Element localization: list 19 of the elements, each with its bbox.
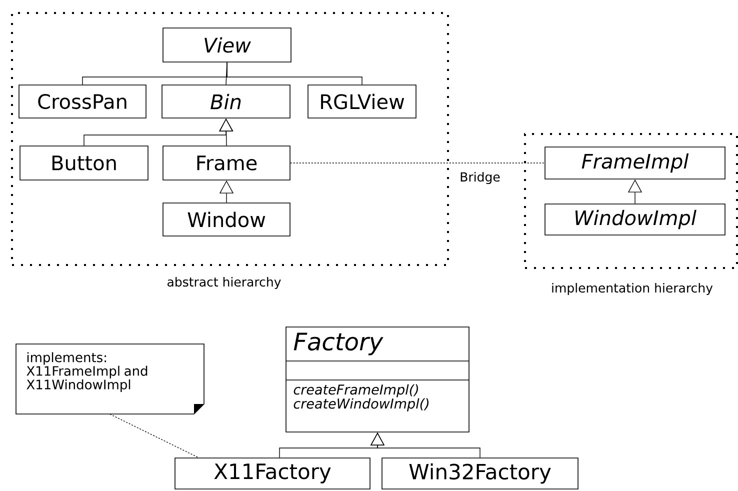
class-box: FrameImpl bbox=[544, 146, 726, 180]
class-box: View bbox=[162, 28, 292, 62]
class-box: CrossPan bbox=[18, 84, 146, 118]
note-box: implements: X11FrameImpl and X11WindowImpl bbox=[16, 344, 204, 414]
connector bbox=[226, 62, 362, 85]
class-box: Win32Factory bbox=[382, 458, 578, 490]
class-box: RGLView bbox=[308, 84, 416, 118]
class-box: Factory createFrameImpl() createWindowImpl() bbox=[286, 326, 470, 432]
class-box: Frame bbox=[162, 146, 290, 180]
node-label: abstract hierarchy bbox=[168, 276, 281, 290]
class-box: Window bbox=[162, 202, 290, 236]
connector bbox=[110, 414, 199, 458]
node-label: implementation hierarchy bbox=[552, 282, 713, 296]
class-box: WindowImpl bbox=[544, 204, 726, 236]
class-box: X11Factory bbox=[174, 458, 370, 490]
class-box: Button bbox=[20, 146, 148, 180]
connector bbox=[290, 162, 545, 164]
class-box: Bin bbox=[162, 84, 290, 118]
edge-label: Bridge bbox=[458, 170, 502, 186]
